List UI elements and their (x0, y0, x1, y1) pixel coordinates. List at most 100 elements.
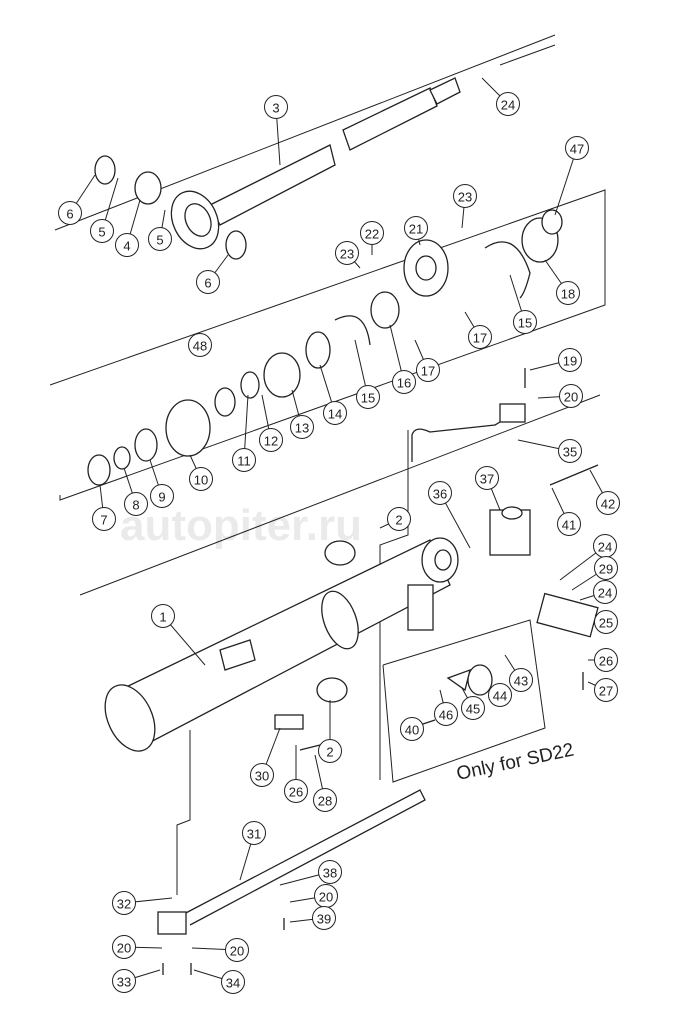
callout-circle (189, 467, 213, 491)
callout-circle (221, 970, 245, 994)
callout-circle (318, 739, 342, 763)
callout-circle (556, 281, 580, 305)
callout-circle (559, 384, 583, 408)
callout-8: 8 (123, 467, 148, 516)
callout-circle (90, 219, 114, 243)
callout-27: 27 (587, 678, 618, 702)
callout-number: 8 (132, 498, 139, 513)
callout-46: 46 (434, 689, 458, 726)
callout-circle (594, 556, 618, 580)
callout-circle (225, 938, 249, 962)
callout-circle (509, 668, 533, 692)
callout-9: 9 (149, 459, 174, 508)
callout-24: 24 (559, 534, 617, 581)
hose-line (379, 430, 409, 780)
callout-number: 32 (117, 897, 131, 912)
callout-number: 44 (493, 689, 507, 704)
callout-number: 41 (562, 518, 576, 533)
callout-circle (312, 906, 336, 930)
callout-circle (284, 779, 308, 803)
bushing (134, 171, 162, 205)
callout-circle (360, 221, 384, 245)
callout-number: 37 (480, 472, 494, 487)
callout-34: 34 (193, 969, 245, 994)
bushing-upper (324, 540, 356, 566)
callout-number: 35 (563, 445, 577, 460)
callout-39: 39 (289, 906, 336, 930)
callout-3: 3 (264, 95, 288, 166)
piston-rod (170, 77, 461, 250)
callout-number: 36 (433, 487, 447, 502)
callout-circle (151, 604, 175, 628)
callout-number: 25 (599, 616, 613, 631)
callout-number: 20 (117, 941, 131, 956)
callout-36: 36 (428, 481, 471, 549)
callout-number: 15 (361, 391, 375, 406)
callout-number: 5 (156, 233, 163, 248)
callout-circle (115, 233, 139, 257)
callout-circle (558, 348, 582, 372)
callout-38: 38 (279, 860, 342, 886)
callout-circle (58, 201, 82, 225)
pipe-lower (181, 789, 426, 926)
callout-number: 23 (340, 247, 354, 262)
callout-12: 12 (259, 394, 283, 452)
callout-number: 24 (598, 586, 612, 601)
callout-13: 13 (290, 389, 314, 439)
callout-circle (188, 333, 212, 357)
callout-circle (565, 136, 589, 160)
callout-24: 24 (481, 77, 520, 116)
callout-circle (434, 702, 458, 726)
callout-number: 15 (518, 316, 532, 331)
callout-15: 15 (354, 339, 380, 409)
callout-number: 38 (323, 866, 337, 881)
callout-circle (392, 370, 416, 394)
callout-circle (428, 481, 452, 505)
callout-circle (558, 439, 582, 463)
callout-circle (594, 610, 618, 634)
callout-18: 18 (544, 259, 580, 305)
callout-number: 13 (295, 421, 309, 436)
callout-number: 6 (204, 276, 211, 291)
nut (541, 209, 563, 235)
callout-number: 22 (365, 227, 379, 242)
callout-number: 24 (501, 98, 515, 113)
callout-2: 2 (379, 507, 411, 531)
callout-number: 30 (255, 769, 269, 784)
callout-number: 40 (405, 723, 419, 738)
callout-6: 6 (196, 254, 229, 294)
callout-number: 19 (563, 354, 577, 369)
callout-circle (290, 415, 314, 439)
callout-26: 26 (588, 648, 618, 672)
callout-number: 34 (226, 976, 240, 991)
callout-circle (488, 683, 512, 707)
callout-11: 11 (232, 394, 256, 472)
sd22-box (382, 619, 546, 783)
kit-outline-upper (54, 34, 556, 231)
callout-19: 19 (529, 348, 582, 372)
callout-number: 28 (318, 794, 332, 809)
callout-number: 29 (599, 562, 613, 577)
callout-number: 5 (98, 225, 105, 240)
callout-24: 24 (579, 580, 617, 604)
callout-circle (112, 935, 136, 959)
callout-circle (453, 184, 477, 208)
callout-circle (150, 484, 174, 508)
callout-44: 44 (488, 683, 512, 707)
callout-circle (250, 763, 274, 787)
flange-block (499, 403, 526, 423)
watermark: autopiter.ru (120, 501, 362, 550)
callout-5: 5 (90, 177, 119, 243)
callout-circle (112, 969, 136, 993)
callout-1: 1 (151, 604, 206, 666)
callout-4: 4 (115, 199, 141, 257)
wiper-ring (94, 155, 116, 185)
callout-22: 22 (360, 221, 384, 255)
callout-17: 17 (414, 339, 440, 382)
callout-number: 31 (247, 827, 261, 842)
callout-circle (513, 310, 537, 334)
callout-circle (594, 648, 618, 672)
callout-number: 21 (409, 222, 423, 237)
callout-43: 43 (504, 654, 533, 692)
